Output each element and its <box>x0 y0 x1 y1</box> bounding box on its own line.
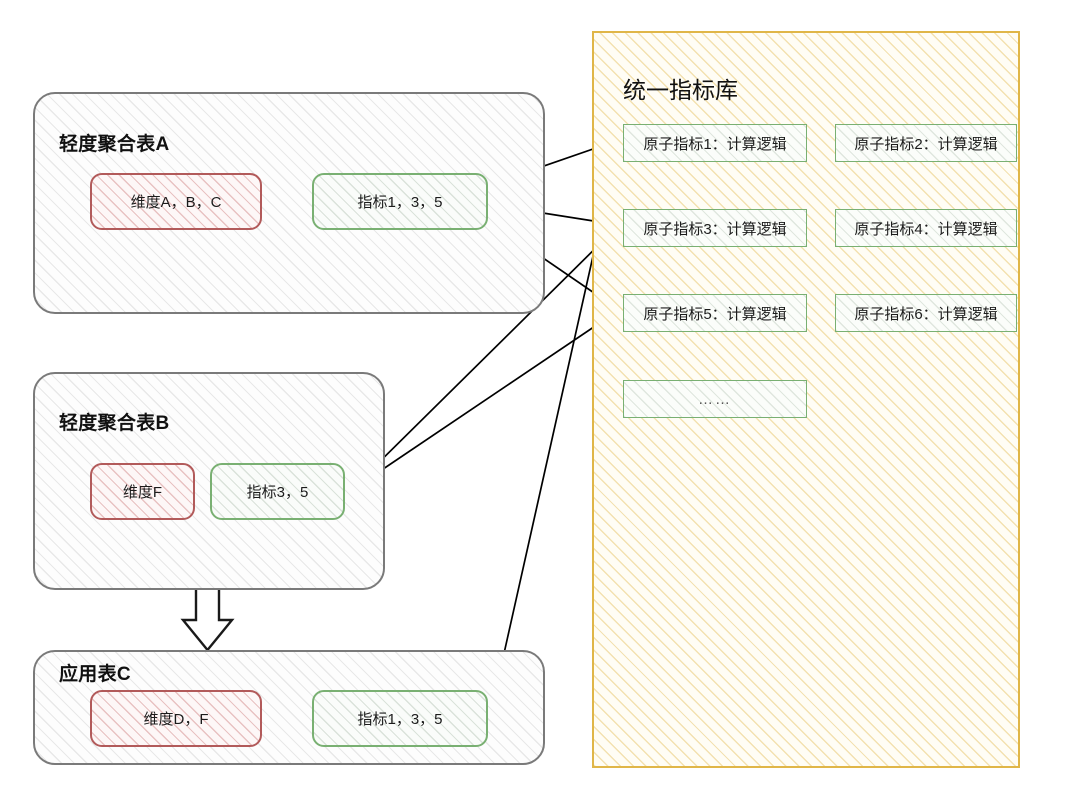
atom-metric-4[interactable]: 原子指标4：计算逻辑 <box>835 209 1017 247</box>
atom-metric-3-label: 原子指标3：计算逻辑 <box>643 220 787 238</box>
atom-metric-5-label: 原子指标5：计算逻辑 <box>643 305 787 323</box>
table-a-dimension-box[interactable]: 维度A，B，C <box>90 173 262 230</box>
atom-metric-3[interactable]: 原子指标3：计算逻辑 <box>623 209 807 247</box>
table-c-metric-box[interactable]: 指标1，3，5 <box>312 690 488 747</box>
metric-library-title: 统一指标库 <box>623 77 738 103</box>
atom-metric-1-label: 原子指标1：计算逻辑 <box>643 135 787 153</box>
table-a-metric-label: 指标1，3，5 <box>357 194 443 211</box>
table-b-dimension-box[interactable]: 维度F <box>90 463 195 520</box>
metric-library-panel[interactable]: 统一指标库 原子指标1：计算逻辑 原子指标2：计算逻辑 原子指标3：计算逻辑 原… <box>592 31 1020 768</box>
table-b-title: 轻度聚合表B <box>59 413 170 434</box>
connector-atom5-to-tableB <box>348 309 620 493</box>
atom-metric-more-label: …… <box>698 390 732 408</box>
atom-metric-6-label: 原子指标6：计算逻辑 <box>854 305 998 323</box>
flow-arrow-b-to-c <box>180 586 235 652</box>
atom-metric-6[interactable]: 原子指标6：计算逻辑 <box>835 294 1017 332</box>
atom-metric-2[interactable]: 原子指标2：计算逻辑 <box>835 124 1017 162</box>
atom-metric-2-label: 原子指标2：计算逻辑 <box>854 135 998 153</box>
atom-metric-more[interactable]: …… <box>623 380 807 418</box>
table-b-dimension-label: 维度F <box>122 484 163 501</box>
table-b-metric-box[interactable]: 指标3，5 <box>210 463 345 520</box>
atom-metric-4-label: 原子指标4：计算逻辑 <box>854 220 998 238</box>
table-c-metric-label: 指标1，3，5 <box>357 711 443 728</box>
table-a-dimension-label: 维度A，B，C <box>130 194 222 211</box>
table-c-dimension-box[interactable]: 维度D，F <box>90 690 262 747</box>
table-c-title: 应用表C <box>59 664 131 685</box>
connector-atom3-to-tableB <box>348 224 620 493</box>
atom-metric-5[interactable]: 原子指标5：计算逻辑 <box>623 294 807 332</box>
table-a-title: 轻度聚合表A <box>59 134 170 155</box>
table-a-metric-box[interactable]: 指标1，3，5 <box>312 173 488 230</box>
atom-metric-1[interactable]: 原子指标1：计算逻辑 <box>623 124 807 162</box>
table-b-metric-label: 指标3，5 <box>246 484 309 501</box>
table-c-dimension-label: 维度D，F <box>143 711 209 728</box>
